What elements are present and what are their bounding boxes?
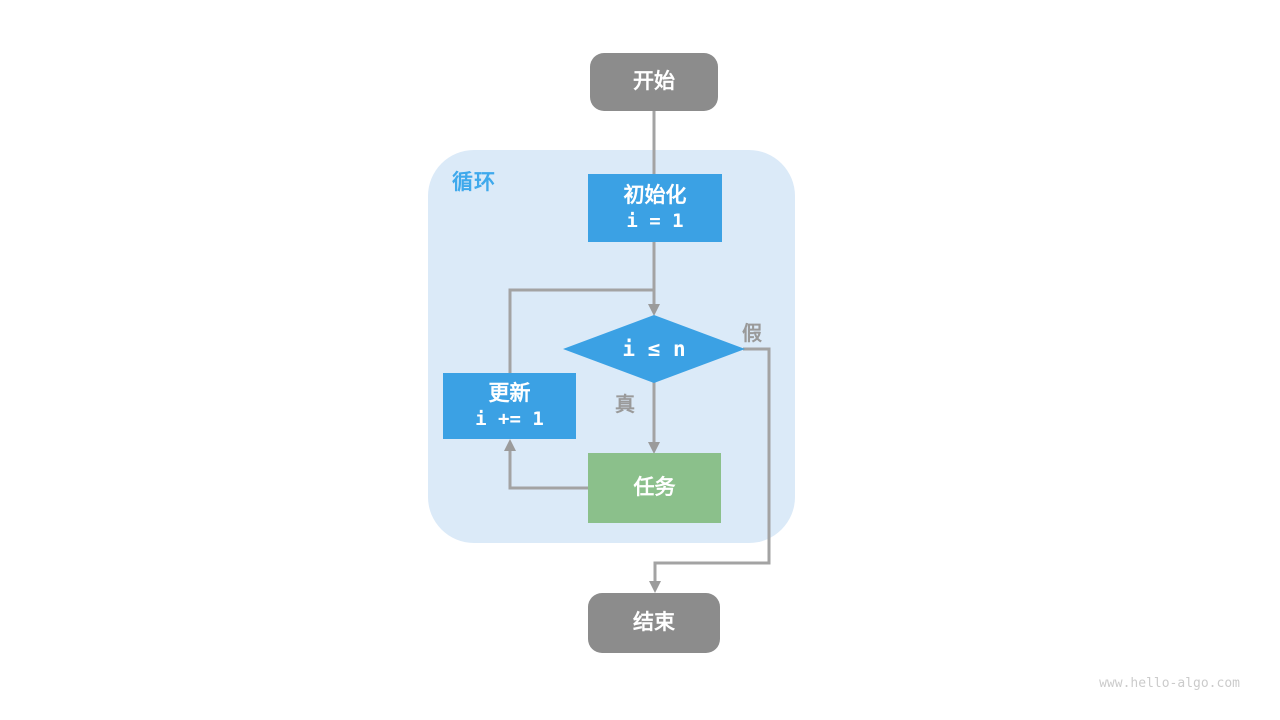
update-node-code: i += 1 <box>475 407 544 430</box>
start-node-label: 开始 <box>633 70 675 93</box>
edge-task-to-update <box>508 450 588 490</box>
init-node-label: 初始化 <box>623 183 687 207</box>
update-node: 更新 i += 1 <box>443 373 576 439</box>
arrowhead-into-task <box>648 442 660 454</box>
arrowhead-into-update <box>504 439 516 451</box>
loop-label: 循环 <box>452 171 496 194</box>
start-node: 开始 <box>590 53 718 111</box>
task-node-label: 任务 <box>633 476 676 499</box>
init-node-code: i = 1 <box>626 209 684 232</box>
arrowhead-into-condition <box>648 304 660 316</box>
end-node: 结束 <box>588 593 720 653</box>
true-branch-label: 真 <box>615 394 635 416</box>
edge-condition-false-to-end <box>653 347 771 583</box>
update-node-label: 更新 <box>488 381 531 405</box>
arrowhead-into-end <box>649 581 661 593</box>
init-node: 初始化 i = 1 <box>588 174 722 242</box>
site-watermark: www.hello-algo.com <box>1099 676 1240 691</box>
condition-node-code: i ≤ n <box>622 336 686 361</box>
end-node-label: 结束 <box>633 611 675 634</box>
false-branch-label: 假 <box>742 323 762 345</box>
edge-update-to-condition-feedback <box>508 288 654 373</box>
task-node: 任务 <box>588 453 721 523</box>
